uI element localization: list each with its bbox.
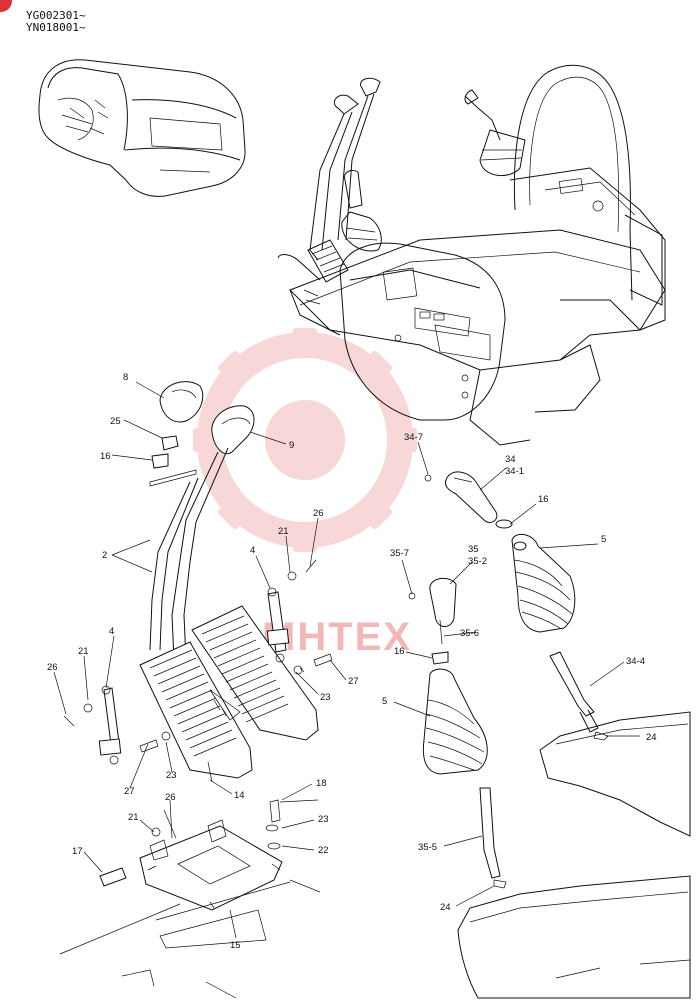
callout-25: 25 [110,416,121,427]
callout-34: 34 [505,454,516,465]
callout-5-lower: 5 [382,696,387,707]
cab-console-assembly [277,64,666,446]
lever-grip-9 [211,405,255,455]
callout-35-2: 35-2 [468,556,487,567]
callout-35-5: 35-5 [418,842,437,853]
joystick-boot-upper [511,533,576,633]
serial-range-1: YG002301~ [26,9,86,22]
callout-16-upper: 16 [538,494,549,505]
callout-4-right: 4 [250,545,255,556]
lever-knob-8 [159,381,204,423]
callout-27-left: 27 [124,786,135,797]
callout-4-left: 4 [109,626,114,637]
callout-labels: 8 9 25 16 2 21 26 4 4 21 26 27 23 27 23 … [47,372,657,951]
callout-35: 35 [468,544,479,555]
callout-23-left: 23 [166,770,177,781]
callout-9: 9 [289,440,294,451]
callout-2: 2 [102,550,107,561]
callout-24-lower: 24 [440,902,451,913]
callout-26-left: 26 [47,662,58,673]
pedal-right [191,605,319,741]
callout-35-6: 35-6 [460,628,479,639]
serial-range-2: YN018001~ [26,21,86,34]
callout-14: 14 [234,790,245,801]
callout-22: 22 [318,845,329,856]
callout-26-upper: 26 [313,508,324,519]
travel-lever-and-pedal-assembly [63,381,333,783]
callout-16-bushing: 16 [100,451,111,462]
callout-23-right: 23 [320,692,331,703]
floor-plate-assembly [59,799,321,999]
callout-21-upper: 21 [278,526,289,537]
callout-21-left: 21 [78,646,89,657]
callout-34-4: 34-4 [626,656,645,667]
callout-27-right: 27 [348,676,359,687]
callout-16-lower: 16 [394,646,405,657]
joystick-grip-lower [429,577,457,627]
floor-plate [139,825,283,911]
joystick-assemblies [408,471,691,999]
callout-34-1: 34-1 [505,466,524,477]
callout-23-plate: 23 [318,814,329,825]
machine-overview-thumbnail [38,59,246,197]
callout-8: 8 [123,372,128,383]
callout-26-plate: 26 [165,792,176,803]
leader-lines [53,381,640,939]
callout-35-7: 35-7 [390,548,409,559]
callout-17: 17 [72,846,83,857]
joystick-grip-upper [445,471,498,523]
callout-34-7: 34-7 [404,432,423,443]
callout-18: 18 [316,778,327,789]
watermark-gear-logo [193,328,417,552]
pedal-left [139,641,253,779]
callout-21-plate: 21 [128,812,139,823]
callout-24-upper: 24 [646,732,657,743]
joystick-boot-lower [422,668,488,775]
callout-5-upper: 5 [601,534,606,545]
callout-15: 15 [230,940,241,951]
